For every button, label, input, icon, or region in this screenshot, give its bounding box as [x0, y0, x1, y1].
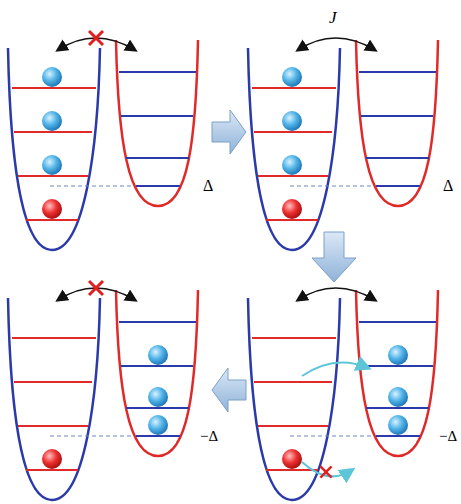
step-arrow: [212, 368, 246, 412]
step-arrow: [212, 110, 246, 154]
panel: [8, 281, 198, 500]
symbol-label: Δ: [443, 176, 453, 196]
panel: [8, 31, 198, 250]
symbol-label: J: [329, 8, 337, 28]
panel: [248, 288, 438, 500]
step-arrow: [312, 232, 356, 282]
panel: [248, 38, 438, 250]
symbol-label: Δ: [203, 176, 213, 196]
symbol-label: −Δ: [439, 426, 457, 446]
symbol-label: −Δ: [200, 426, 218, 446]
